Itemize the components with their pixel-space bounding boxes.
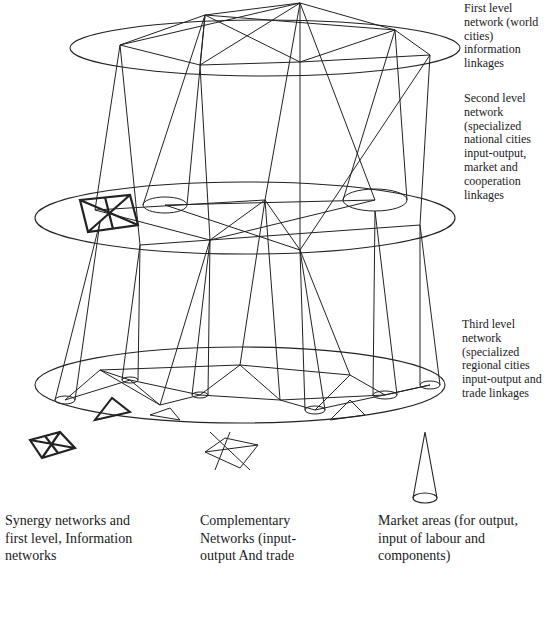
legend-text: Complementary Networks (input-output And… [200,512,325,565]
regional-network [65,365,430,420]
level-ellipses [35,20,460,423]
inter-level-lines [160,200,350,405]
level-label: Third level network (specialized regiona… [462,318,545,401]
level-ellipse [35,347,445,423]
level-label: Second level network (specialized nation… [464,92,545,202]
world-city-network [120,3,430,65]
market-cone [143,15,407,205]
synergy-triangle [95,398,130,420]
synergy-cluster [80,195,138,232]
network-lines [55,3,440,420]
level-ellipse [70,20,460,76]
market-cone-sample [413,432,437,498]
legend-samples [30,432,437,503]
synergy-sample [30,432,75,458]
market-cone-sample [413,493,437,503]
national-network [95,200,420,250]
legend-text: Market areas (for output, input of labou… [378,512,543,565]
level-label: First level network (world cities) infor… [464,2,545,71]
market-cone [55,211,440,410]
legend-text: Synergy networks and first level, Inform… [5,512,155,565]
inter-level-lines [95,3,430,250]
complementary-sample [205,432,258,470]
